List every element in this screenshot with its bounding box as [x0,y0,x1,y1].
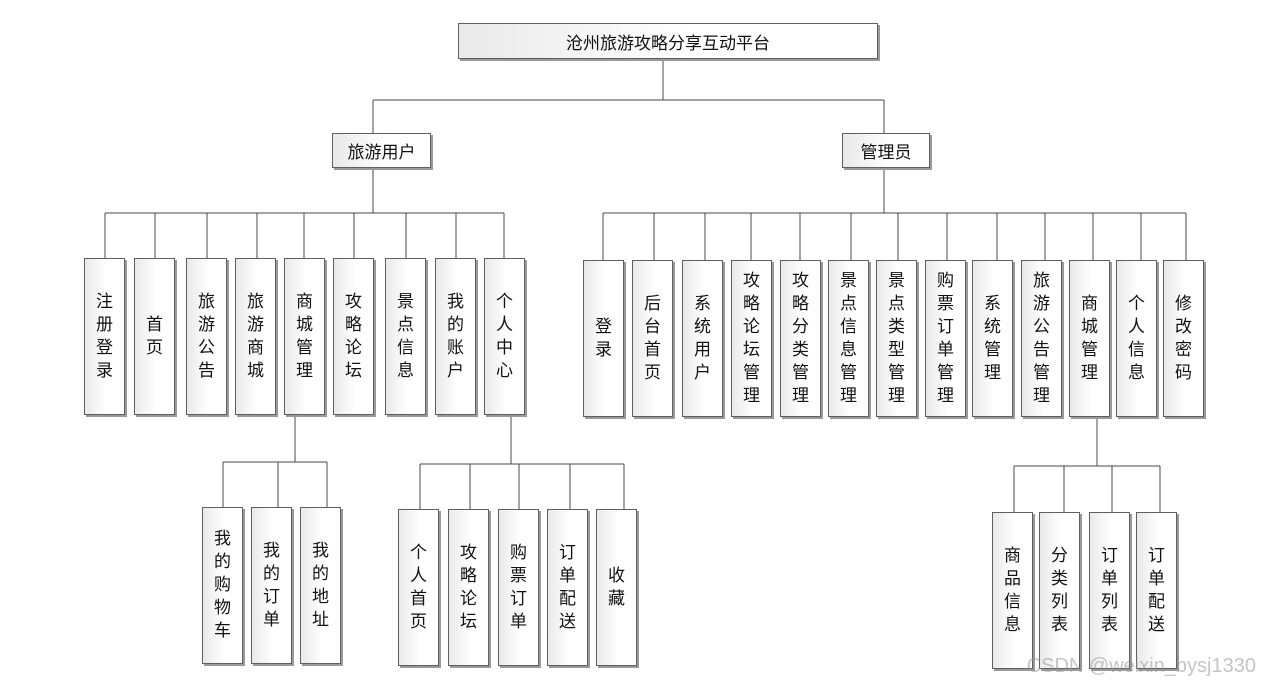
tourist-center-sub-item: 个人首页 [398,509,439,666]
tourist-item-label: 景点信息 [397,291,414,381]
admin-mall-sub-label: 商品信息 [1004,545,1021,635]
admin-item-label: 攻略分类管理 [792,270,809,406]
admin-item: 旅游公告管理 [1021,260,1062,417]
admin-item: 景点类型管理 [876,260,917,417]
admin-item: 修改密码 [1163,260,1204,417]
tourist-item-label: 攻略论坛 [345,291,362,381]
tourist-node: 旅游用户 [332,133,431,168]
tourist-item-label: 我的账户 [447,291,464,381]
tourist-item: 我的账户 [435,258,476,415]
tourist-item: 攻略论坛 [333,258,374,415]
admin-item-label: 景点信息管理 [840,270,857,406]
tourist-item-label: 首页 [146,314,163,358]
admin-item-label: 旅游公告管理 [1033,270,1050,406]
tourist-mall-sub-label: 我的订单 [263,540,280,630]
admin-item-label: 攻略论坛管理 [743,270,760,406]
tourist-center-sub-label: 收藏 [608,565,625,609]
tourist-center-sub-label: 订单配送 [559,542,576,632]
watermark: CSDN @weixin_bysj1330 [1026,655,1256,677]
tourist-mall-sub-item: 我的购物车 [202,507,243,664]
admin-item: 攻略分类管理 [780,260,821,417]
admin-mall-sub-item: 分类列表 [1039,512,1080,669]
admin-item: 景点信息管理 [828,260,869,417]
admin-item: 商城管理 [1069,260,1110,417]
tourist-center-sub-item: 订单配送 [547,509,588,666]
tourist-center-sub-item: 收藏 [596,509,637,666]
admin-item-label: 购票订单管理 [937,270,954,406]
admin-item: 系统用户 [682,260,723,417]
admin-item-label: 系统管理 [984,293,1001,383]
admin-item: 系统管理 [972,260,1013,417]
admin-item: 购票订单管理 [925,260,966,417]
admin-item-label: 后台首页 [644,293,661,383]
admin-node: 管理员 [842,133,930,168]
admin-item-label: 商城管理 [1081,293,1098,383]
admin-item-label: 系统用户 [694,293,711,383]
tourist-item: 首页 [134,258,175,415]
tourist-item-label: 注册登录 [96,291,113,381]
admin-mall-sub-label: 订单配送 [1148,545,1165,635]
tourist-center-sub-item: 购票订单 [498,509,539,666]
tourist-item: 个人中心 [484,258,525,415]
tourist-center-sub-label: 个人首页 [410,542,427,632]
admin-mall-sub-label: 订单列表 [1101,545,1118,635]
tourist-item: 商城管理 [284,258,325,415]
tourist-item-label: 个人中心 [496,291,513,381]
root-node: 沧州旅游攻略分享互动平台 [458,23,878,59]
tourist-item: 注册登录 [84,258,125,415]
admin-item: 登录 [583,260,624,417]
tourist-center-sub-item: 攻略论坛 [448,509,489,666]
admin-item-label: 个人信息 [1128,293,1145,383]
admin-item: 后台首页 [632,260,673,417]
admin-item: 攻略论坛管理 [731,260,772,417]
tourist-center-sub-label: 攻略论坛 [460,542,477,632]
root-title: 沧州旅游攻略分享互动平台 [566,33,770,54]
tourist-mall-sub-label: 我的地址 [312,540,329,630]
admin-mall-sub-item: 订单配送 [1136,512,1177,669]
tourist-item-label: 旅游公告 [198,291,215,381]
tourist-item-label: 旅游商城 [247,291,264,381]
tourist-mall-sub-item: 我的地址 [300,507,341,664]
tourist-mall-sub-item: 我的订单 [251,507,292,664]
admin-mall-sub-label: 分类列表 [1051,545,1068,635]
admin-item-label: 修改密码 [1175,293,1192,383]
admin-mall-sub-item: 商品信息 [992,512,1033,669]
tourist-mall-sub-label: 我的购物车 [214,529,231,641]
tourist-center-sub-label: 购票订单 [510,542,527,632]
tourist-item: 景点信息 [385,258,426,415]
admin-item-label: 登录 [595,316,612,360]
admin-label: 管理员 [860,143,912,163]
tourist-label: 旅游用户 [347,143,416,163]
tourist-item: 旅游商城 [235,258,276,415]
tourist-item: 旅游公告 [186,258,227,415]
admin-mall-sub-item: 订单列表 [1089,512,1130,669]
admin-item: 个人信息 [1116,260,1157,417]
admin-item-label: 景点类型管理 [888,270,905,406]
tourist-item-label: 商城管理 [296,291,313,381]
